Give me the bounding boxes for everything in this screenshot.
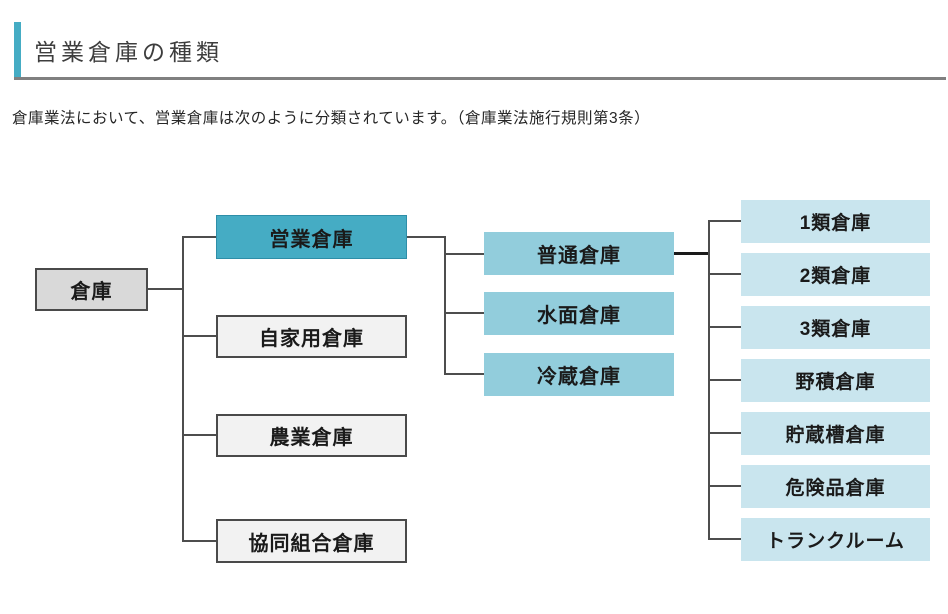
connector-line (446, 253, 484, 255)
node-water-surface-warehouse: 水面倉庫 (484, 292, 674, 335)
node-class1-warehouse: 1類倉庫 (741, 200, 930, 243)
node-ordinary-warehouse: 普通倉庫 (484, 232, 674, 275)
connector-line (407, 236, 445, 238)
node-commercial-warehouse: 営業倉庫 (216, 215, 407, 259)
connector-line (182, 236, 216, 238)
connector-line (446, 373, 484, 375)
node-agricultural-warehouse: 農業倉庫 (216, 414, 407, 457)
connector-line (444, 236, 446, 375)
connector-line (710, 538, 741, 540)
page-title: 営業倉庫の種類 (34, 39, 223, 65)
title-accent-bar (14, 22, 21, 79)
node-storage-tank-warehouse: 貯蔵槽倉庫 (741, 412, 930, 455)
title-underline (14, 77, 946, 80)
node-cooperative-warehouse: 協同組合倉庫 (216, 519, 407, 563)
connector-line (708, 220, 710, 540)
connector-line (182, 236, 184, 542)
connector-line (710, 220, 741, 222)
node-dangerous-goods-warehouse: 危険品倉庫 (741, 465, 930, 508)
intro-text: 倉庫業法において、営業倉庫は次のように分類されています。（倉庫業法施行規則第3条… (12, 110, 651, 127)
node-open-storage-warehouse: 野積倉庫 (741, 359, 930, 402)
node-trunk-room: トランクルーム (741, 518, 930, 561)
node-private-warehouse: 自家用倉庫 (216, 315, 407, 358)
connector-line (710, 485, 741, 487)
node-class3-warehouse: 3類倉庫 (741, 306, 930, 349)
node-refrigerated-warehouse: 冷蔵倉庫 (484, 353, 674, 396)
node-class2-warehouse: 2類倉庫 (741, 253, 930, 296)
connector-line (674, 252, 710, 255)
connector-line (184, 540, 216, 542)
connector-line (148, 288, 183, 290)
connector-line (710, 432, 741, 434)
node-warehouse-root: 倉庫 (35, 268, 148, 311)
connector-line (184, 434, 216, 436)
connector-line (710, 379, 741, 381)
connector-line (184, 335, 216, 337)
connector-line (710, 326, 741, 328)
connector-line (446, 312, 484, 314)
connector-line (710, 273, 741, 275)
